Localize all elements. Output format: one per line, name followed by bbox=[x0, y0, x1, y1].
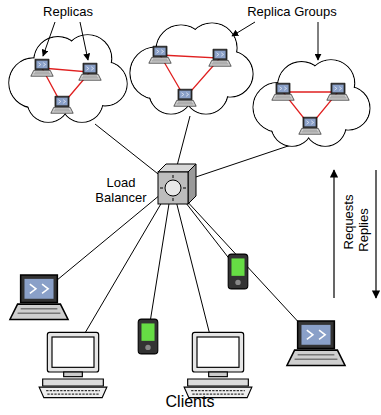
network-links bbox=[45, 116, 315, 355]
load-balancer-switch bbox=[158, 164, 196, 204]
callout-label: Replica Groups bbox=[247, 5, 337, 19]
replica-group-cloud bbox=[130, 23, 253, 114]
client-devices bbox=[10, 254, 345, 398]
flow-arrows bbox=[334, 170, 376, 298]
group-label: Clients bbox=[166, 393, 215, 411]
replica-links bbox=[42, 55, 338, 126]
replica-laptops bbox=[31, 46, 349, 134]
callout-label: Replicas bbox=[43, 5, 93, 19]
load-balancer-node: Load Balancer bbox=[88, 176, 154, 206]
callout-arrows bbox=[43, 22, 318, 60]
node-label: Load Balancer bbox=[88, 176, 154, 206]
flow-label: Requests bbox=[342, 195, 356, 250]
replica-group-cloud bbox=[253, 60, 370, 146]
flow-label: Replies bbox=[357, 208, 371, 251]
replica-group-cloud bbox=[9, 35, 127, 123]
